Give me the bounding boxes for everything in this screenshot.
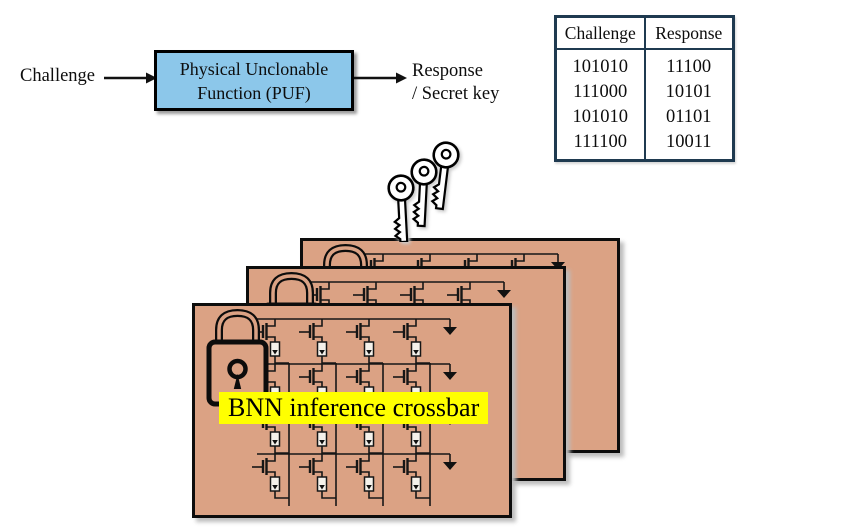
padlock-icon [206,308,269,407]
table-cell: 101010 [572,57,629,77]
table-cell: 01101 [665,107,712,127]
table-cell: 11100 [666,57,712,77]
table-header-challenge: Challenge [557,18,644,50]
arrow-right-icon [104,72,157,84]
response-values: 11100 10101 01101 10011 [646,50,733,159]
response-label-line2: / Secret key [412,83,500,104]
response-label-line1: Response [412,61,483,81]
crp-table-challenge-column: Challenge 101010 111000 101010 111100 [557,18,646,159]
bnn-crossbar-label: BNN inference crossbar [219,392,489,424]
response-label: Response / Secret key [412,60,499,105]
table-cell: 10011 [665,132,712,152]
challenge-values: 101010 111000 101010 111100 [557,50,644,159]
table-header-response: Response [645,18,732,50]
table-cell: 111000 [573,82,628,102]
crp-table: Challenge 101010 111000 101010 111100 Re… [554,15,735,162]
arrow-right-icon [354,72,407,84]
crp-table-response-column: Response 11100 10101 01101 10011 [645,18,733,159]
challenge-label: Challenge [20,66,96,86]
keys-icon [387,141,460,242]
crossbar-card-front: BNN inference crossbar [192,303,512,518]
puf-box: Physical Unclonable Function (PUF) [154,50,354,111]
table-cell: 111100 [573,132,627,152]
table-cell: 101010 [572,107,629,127]
puf-box-line1: Physical Unclonable [179,58,329,79]
puf-box-line2: Function (PUF) [197,82,311,103]
table-cell: 10101 [665,82,712,102]
